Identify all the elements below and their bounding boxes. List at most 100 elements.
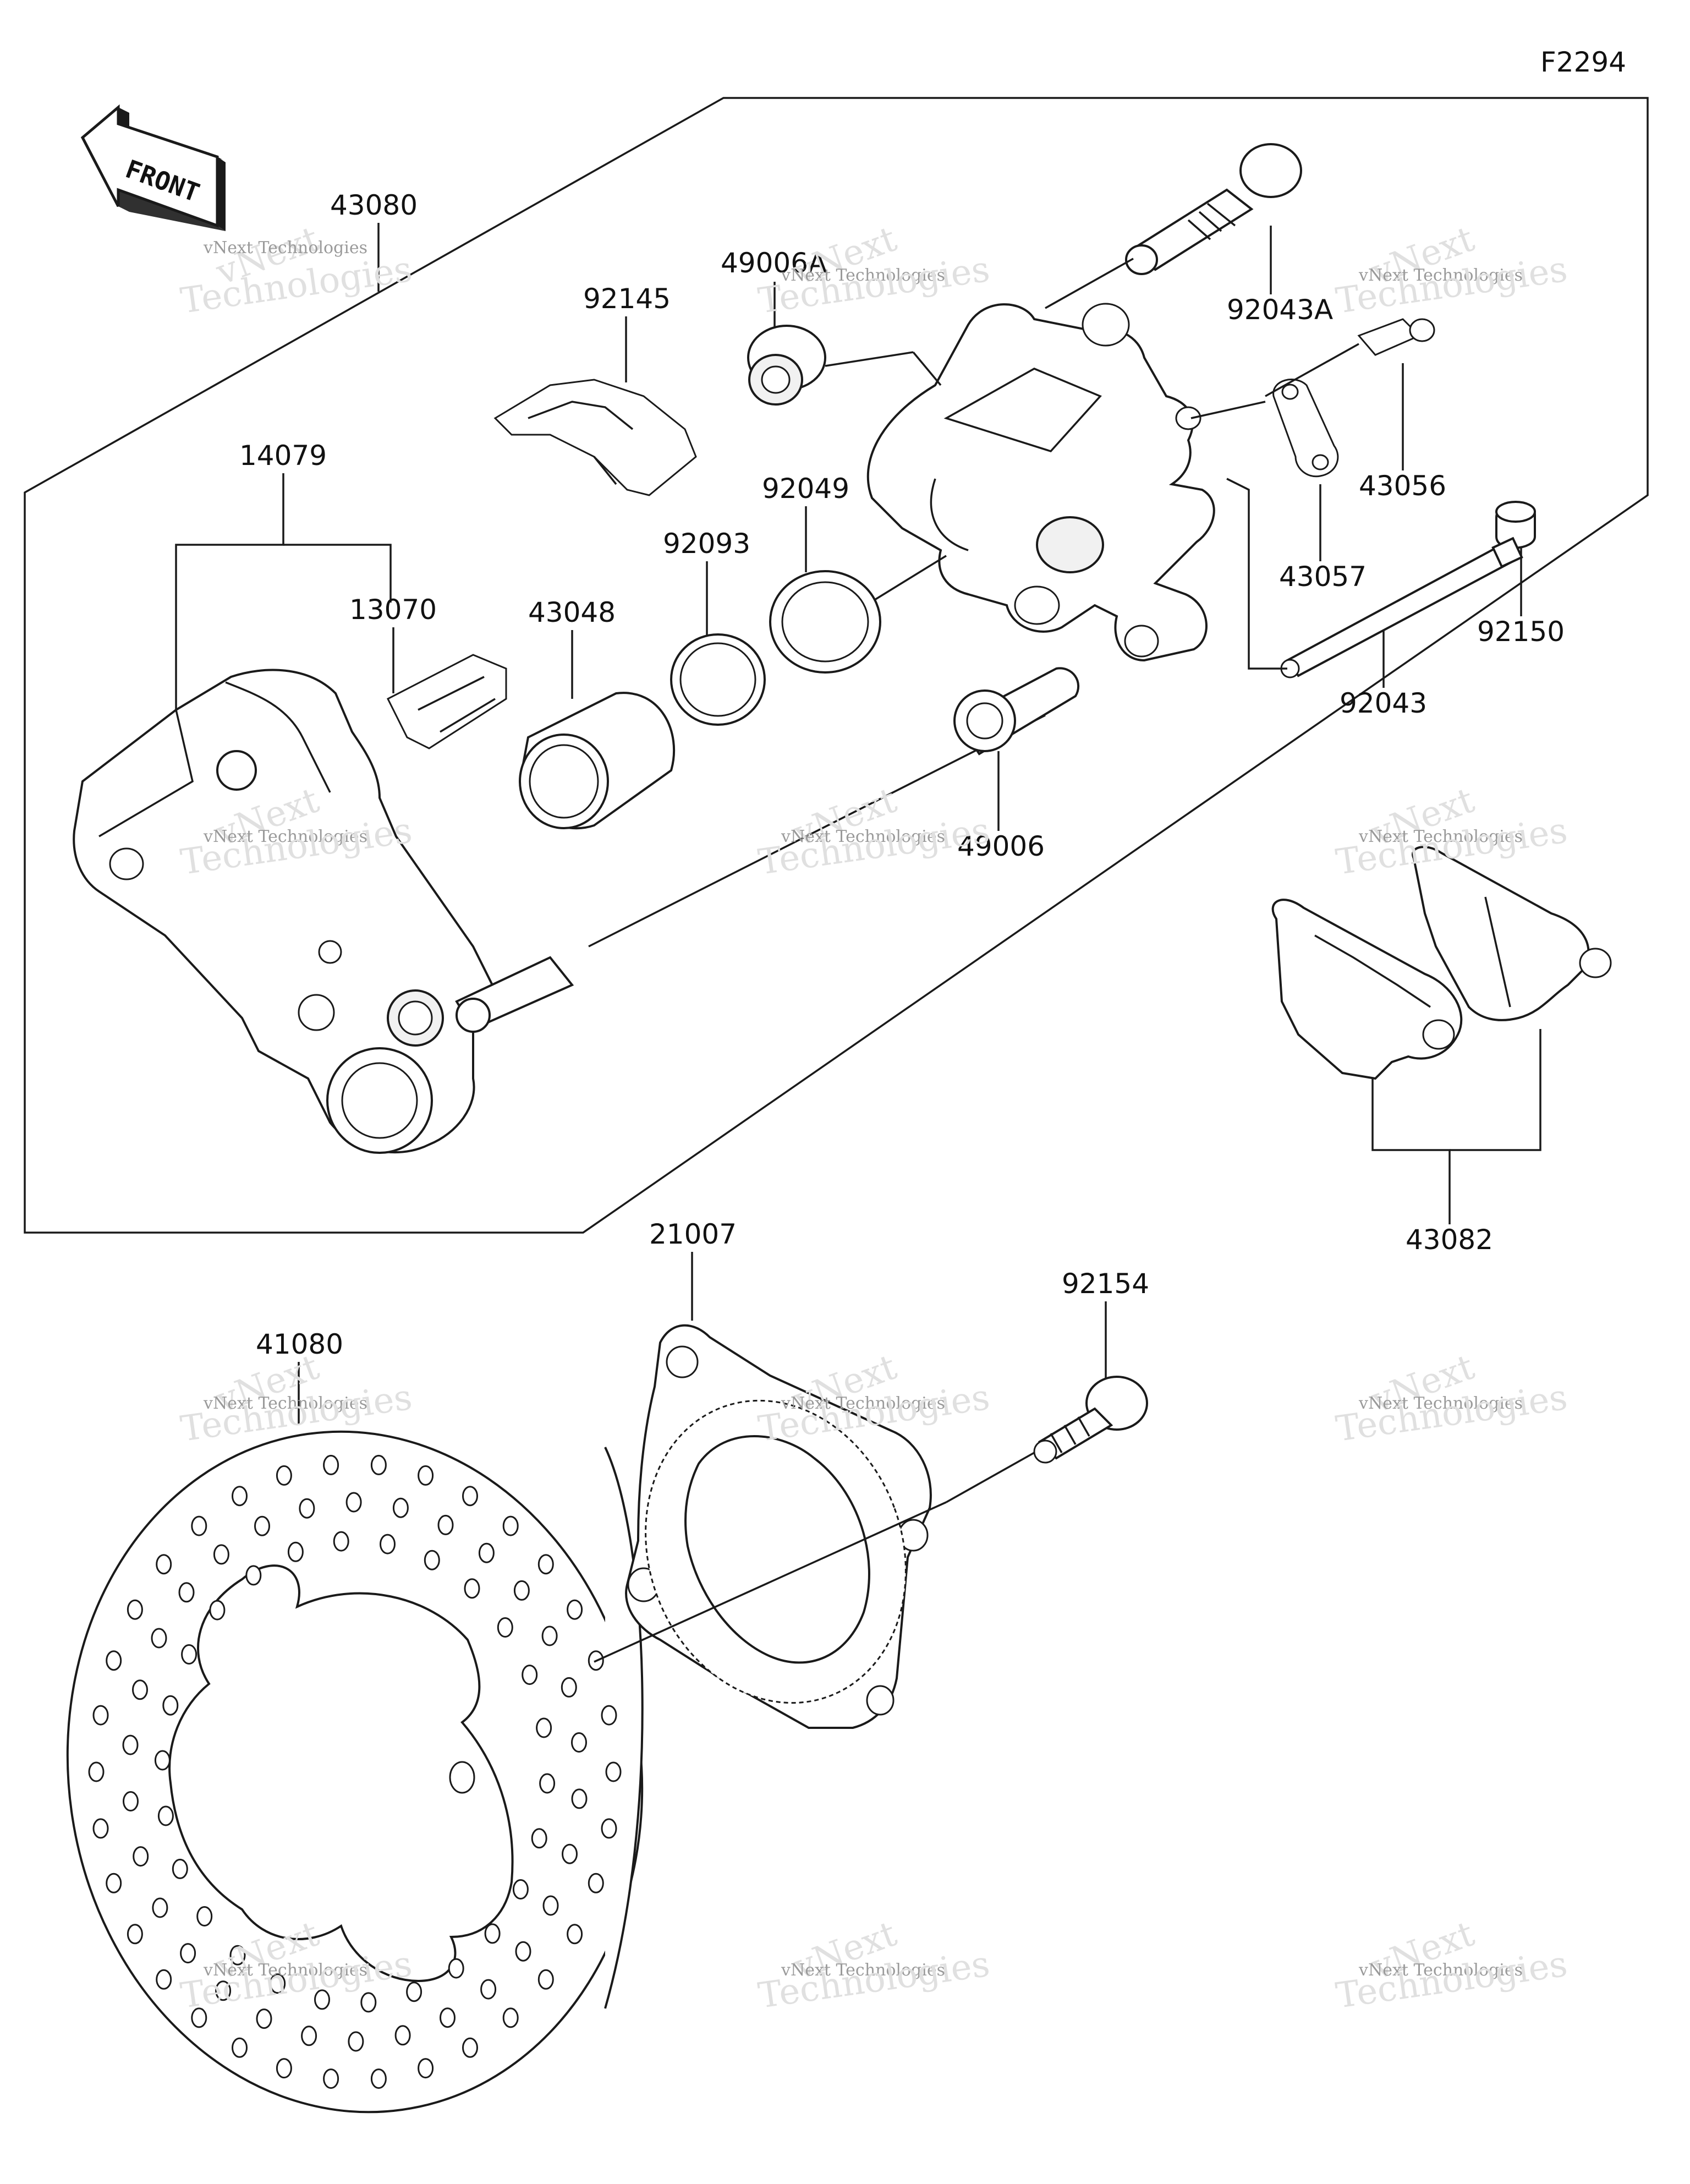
disc-hole — [418, 1465, 434, 1486]
disc-hole — [394, 2025, 411, 2046]
label-43082: 43082 — [1371, 1029, 1541, 1256]
svg-text:vNext Technologies: vNext Technologies — [203, 1394, 367, 1413]
disc-hole — [178, 1582, 195, 1603]
brake-disc-part — [66, 1430, 644, 2114]
disc-hole — [314, 1989, 330, 2010]
disc-hole — [601, 1818, 617, 1839]
disc-hole — [497, 1617, 513, 1638]
svg-text:vNext Technologies: vNext Technologies — [1358, 1961, 1523, 1980]
pad-clip-part — [386, 654, 507, 749]
disc-hole — [502, 1515, 519, 1536]
slide-pin-part — [1226, 478, 1523, 678]
svg-text:vNext Technologies: vNext Technologies — [203, 238, 367, 258]
label-21007: 21007 — [649, 1218, 737, 1321]
watermark: vNext vNext Technologies Technologies — [756, 1913, 992, 2016]
svg-text:92145: 92145 — [583, 283, 671, 315]
svg-text:43080: 43080 — [330, 189, 418, 221]
label-92154: 92154 — [1062, 1268, 1149, 1378]
svg-text:49006: 49006 — [957, 830, 1045, 862]
svg-text:92093: 92093 — [663, 528, 750, 560]
svg-text:41080: 41080 — [256, 1328, 343, 1360]
disc-hole — [513, 1580, 530, 1601]
disc-hole — [531, 1828, 547, 1849]
disc-hole — [406, 1982, 422, 2002]
disc-hole — [181, 1644, 197, 1665]
caliper-bracket-part — [73, 669, 1046, 1154]
disc-hole — [232, 1486, 248, 1507]
disc-hole — [478, 1542, 495, 1563]
disc-hole — [256, 2008, 272, 2029]
pin-boot-part — [953, 667, 1079, 756]
svg-text:vNext Technologies: vNext Technologies — [1358, 1394, 1523, 1413]
disc-hole — [154, 1750, 171, 1771]
disc-hole — [106, 1873, 122, 1893]
disc-hole — [213, 1544, 229, 1565]
svg-text:vNext Technologies: vNext Technologies — [203, 827, 367, 846]
disc-hole — [92, 1705, 109, 1726]
disc-hole — [191, 2007, 207, 2028]
svg-text:vNext Technologies: vNext Technologies — [781, 1394, 945, 1413]
disc-hole — [215, 1980, 232, 2001]
disc-hole — [542, 1895, 559, 1916]
label-41080: 41080 — [256, 1328, 343, 1425]
disc-hole — [360, 1992, 377, 2013]
disc-hole — [601, 1705, 617, 1726]
label-14079: 14079 — [175, 440, 392, 710]
disc-hole — [196, 1906, 213, 1926]
disc-hole — [370, 2068, 387, 2089]
label-92043: 92043 — [1340, 625, 1427, 719]
bleeder-cap-part — [1495, 501, 1536, 549]
disc-hole — [123, 1791, 139, 1811]
disc-hole — [348, 2031, 364, 2052]
svg-text:14079: 14079 — [239, 440, 327, 472]
watermark: vNext vNext Technologies Technologies — [1334, 1346, 1570, 1449]
disc-hole — [287, 1541, 304, 1562]
disc-hole — [180, 1943, 196, 1964]
svg-text:43048: 43048 — [528, 596, 616, 628]
label-13070: 13070 — [349, 594, 437, 693]
disc-vent-holes — [88, 1454, 622, 2089]
slide-pin-a-part — [1045, 143, 1302, 309]
disc-hole — [448, 1958, 464, 1979]
label-92145: 92145 — [583, 283, 671, 382]
label-43080: 43080 — [330, 189, 418, 292]
disc-hole — [536, 1717, 552, 1738]
svg-text:92043: 92043 — [1340, 687, 1427, 719]
svg-text:vNext Technologies: vNext Technologies — [781, 1961, 945, 1980]
disc-hole — [588, 1873, 604, 1893]
disc-hole — [270, 1973, 286, 1994]
disc-hole — [172, 1858, 188, 1879]
disc-hole — [132, 1679, 148, 1700]
disc-hole — [562, 1843, 578, 1864]
disc-hole — [151, 1628, 167, 1649]
disc-hole — [392, 1497, 409, 1518]
label-92150: 92150 — [1477, 545, 1565, 648]
disc-hole — [541, 1625, 558, 1646]
watermark: vNext vNext Technologies Technologies — [1334, 1913, 1570, 2016]
disc-hole — [122, 1734, 139, 1755]
front-arrow-icon: FRONT — [80, 104, 226, 231]
disc-hole — [522, 1665, 538, 1685]
bleeder-screw-part — [1265, 318, 1435, 397]
disc-hole — [157, 1805, 174, 1826]
svg-text:21007: 21007 — [649, 1218, 737, 1250]
disc-hole — [515, 1941, 531, 1962]
svg-text:vNext Technologies: vNext Technologies — [1358, 266, 1523, 285]
disc-hole — [152, 1897, 168, 1918]
figure-code: F2294 — [1540, 46, 1626, 78]
disc-hole — [539, 1773, 556, 1794]
disc-hole — [209, 1600, 226, 1621]
disc-hole — [567, 1924, 583, 1945]
label-43048: 43048 — [528, 596, 616, 699]
disc-hole — [88, 1761, 105, 1782]
disc-hole — [537, 1554, 554, 1575]
disc-hole — [380, 1534, 396, 1554]
disc-hole — [301, 2026, 317, 2046]
caliper-assembly-frame — [24, 97, 1649, 1234]
disc-hole — [605, 1761, 622, 1782]
brake-pad-inner-part — [1271, 899, 1463, 1080]
disc-hole — [323, 1454, 339, 1475]
watermark: vNext vNext Technologies Technologies — [756, 218, 992, 321]
disc-hole — [464, 1578, 480, 1599]
